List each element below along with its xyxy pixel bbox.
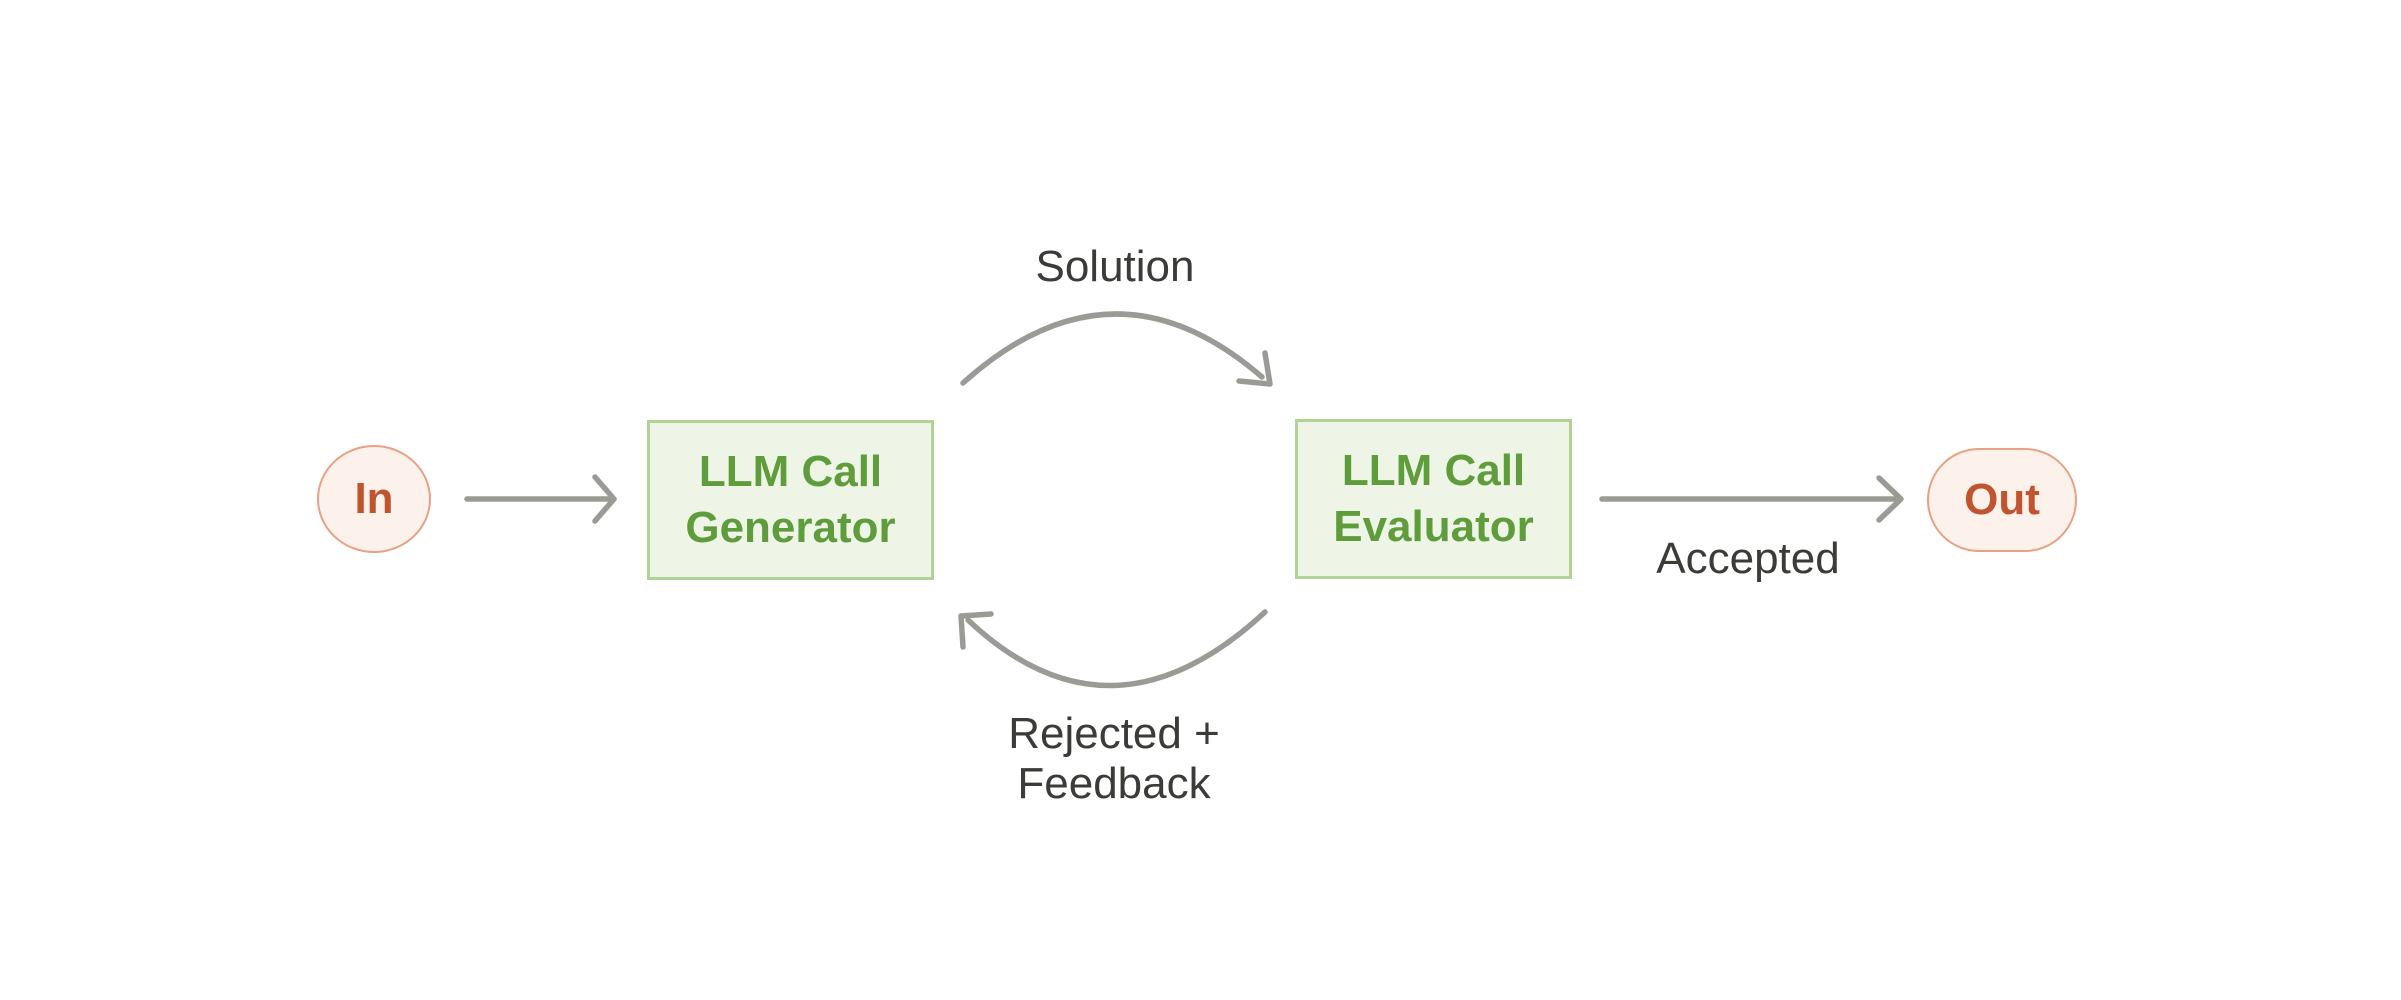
solution-edge-label: Solution [1035, 242, 1195, 291]
output-node-label: Out [1964, 475, 2040, 524]
llm-call-evaluator-label: LLM Call Evaluator [1333, 443, 1534, 555]
llm-call-evaluator-node: LLM Call Evaluator [1295, 419, 1572, 579]
in-to-generator-arrowhead-icon [592, 474, 617, 524]
feedback-arrow-curve [965, 609, 1268, 689]
evaluator-to-out-arrowhead-icon [1876, 475, 1904, 523]
evaluator-label-line1: LLM Call [1341, 446, 1526, 495]
evaluator-label-line2: Evaluator [1333, 502, 1534, 551]
llm-call-generator-node: LLM Call Generator [647, 420, 934, 580]
output-node: Out [1927, 448, 2077, 552]
solution-arrow-curve [960, 311, 1265, 386]
feedback-arrowhead-icon [958, 611, 994, 650]
solution-arrowhead-icon [1236, 350, 1273, 387]
rejected-feedback-edge-label: Rejected + Feedback [934, 709, 1294, 809]
input-node-label: In [354, 474, 394, 523]
rejected-label-line1: Rejected + [1008, 709, 1220, 758]
accepted-edge-label: Accepted [1656, 534, 1840, 583]
rejected-label-line2: Feedback [1017, 759, 1211, 808]
generator-label-line1: LLM Call [698, 447, 883, 496]
input-node: In [317, 445, 431, 553]
generator-label-line2: Generator [685, 503, 896, 552]
llm-call-generator-label: LLM Call Generator [685, 444, 895, 556]
